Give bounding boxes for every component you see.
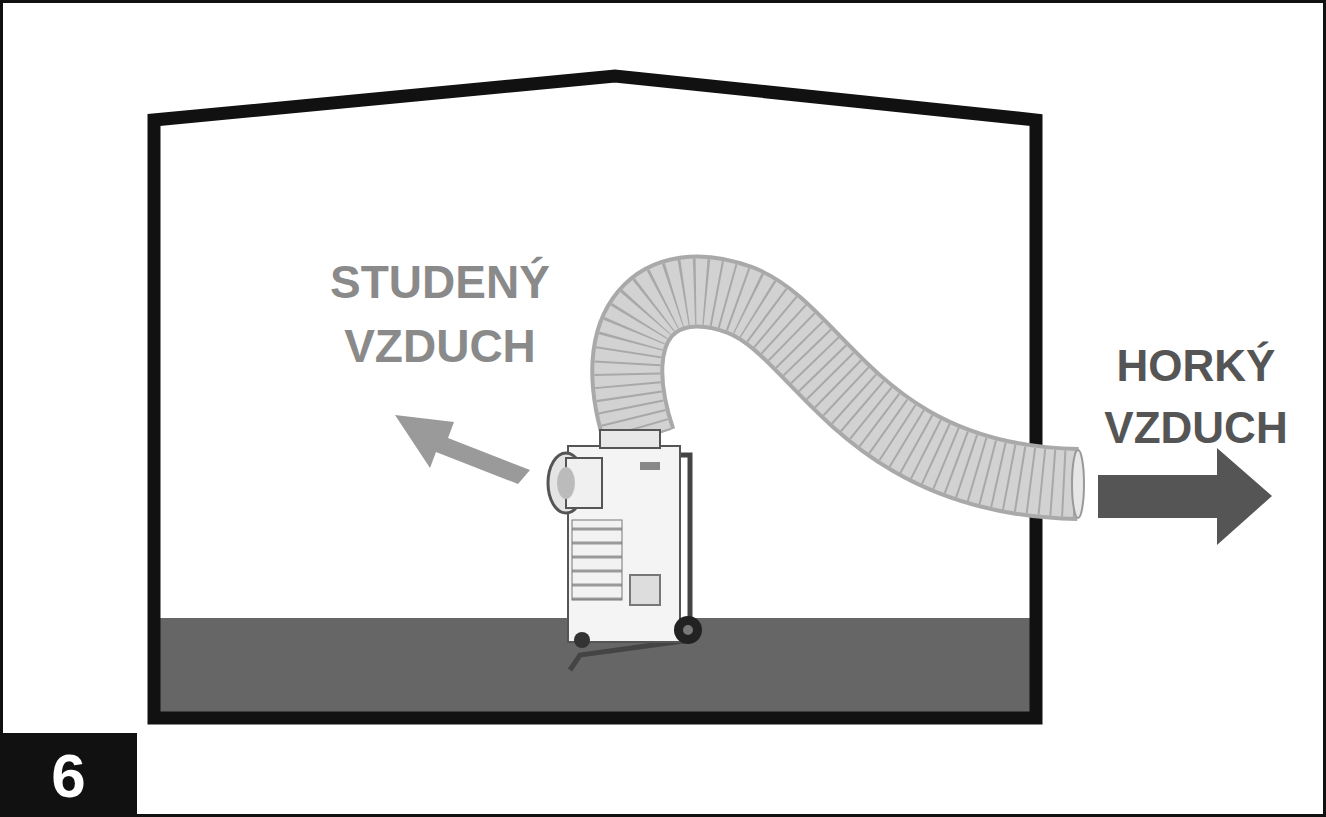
hot-air-label: HORKÝ VZDUCH: [1074, 335, 1318, 458]
cold-air-arrow: [395, 415, 530, 484]
hot-air-arrow: [1098, 448, 1272, 545]
figure-number-text: 6: [51, 740, 85, 811]
exhaust-hose: [627, 291, 1084, 518]
cold-air-label: STUDENÝ VZDUCH: [290, 250, 590, 379]
portable-air-conditioner: [548, 430, 702, 670]
figure-number: 6: [0, 733, 137, 817]
